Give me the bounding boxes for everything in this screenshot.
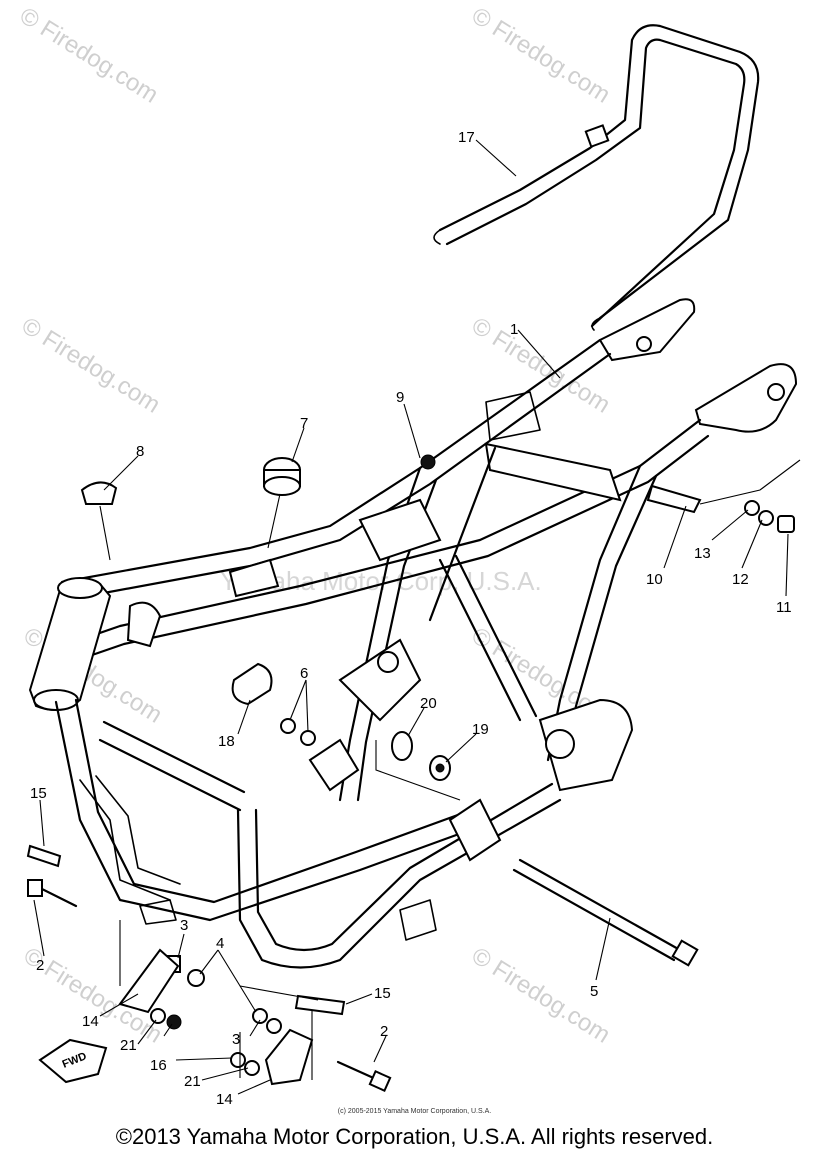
watermark: © Firedog.com (15, 2, 163, 108)
watermarks: © Firedog.com © Firedog.com © Firedog.co… (15, 2, 615, 1048)
steering-head (28, 577, 112, 711)
callout-11: 11 (776, 599, 792, 616)
callout-3: 3 (180, 917, 188, 934)
callout-15: 15 (30, 785, 47, 802)
callout-9: 9 (396, 389, 404, 406)
callout-1: 1 (510, 321, 518, 338)
grab-bar (433, 24, 760, 331)
callout-15: 15 (374, 985, 391, 1002)
rear-brackets (598, 298, 798, 433)
callout-2: 2 (36, 957, 44, 974)
callout-14: 14 (82, 1013, 99, 1030)
callout-6: 6 (300, 665, 308, 682)
lower-cradle (54, 698, 562, 969)
watermark: © Firedog.com (467, 2, 615, 108)
callout-18: 18 (218, 733, 235, 750)
engine-mounts (126, 498, 634, 941)
callout-19: 19 (472, 721, 489, 738)
callout-4: 4 (216, 935, 224, 952)
callout-16: 16 (150, 1057, 167, 1074)
callout-10: 10 (646, 571, 663, 588)
loose-parts: FWD (26, 454, 795, 1092)
callout-20: 20 (420, 695, 437, 712)
callout-21: 21 (120, 1037, 137, 1054)
copyright-notice: ©2013 Yamaha Motor Corporation, U.S.A. A… (115, 1124, 714, 1149)
watermark: © Firedog.com (17, 312, 165, 418)
callout-leaders (33, 139, 789, 1095)
guide-lines (99, 459, 801, 1080)
callout-13: 13 (694, 545, 711, 562)
callout-14: 14 (216, 1091, 233, 1108)
callout-numbers: 17 1 9 7 8 10 13 12 11 6 20 19 18 15 2 3… (30, 129, 792, 1108)
small-copyright: (c) 2005-2015 Yamaha Motor Corporation, … (337, 1108, 492, 1115)
callout-3: 3 (232, 1031, 240, 1048)
callout-21: 21 (184, 1073, 201, 1090)
callout-8: 8 (136, 443, 144, 460)
callout-5: 5 (590, 983, 598, 1000)
callout-2: 2 (380, 1023, 388, 1040)
callout-7: 7 (300, 415, 308, 432)
callout-17: 17 (458, 129, 475, 146)
callout-12: 12 (732, 571, 749, 588)
